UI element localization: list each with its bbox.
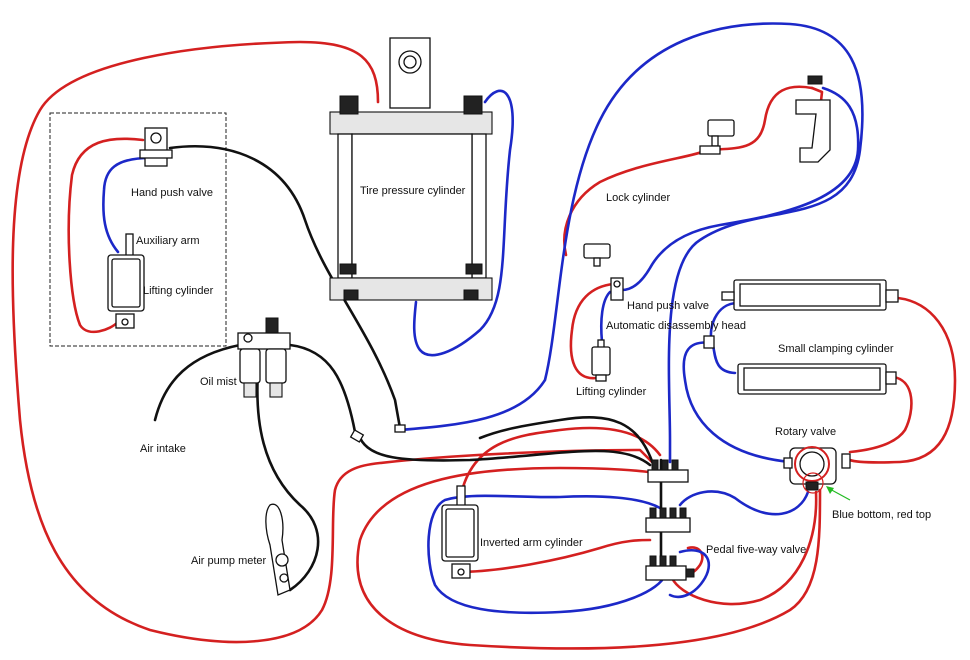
- left-hand-push-valve: [139, 127, 173, 167]
- label-pedal-five-way-valve: Pedal five-way valve: [706, 544, 806, 556]
- lock-cylinder: [583, 119, 735, 267]
- right-lifting-cylinder: [591, 339, 611, 382]
- inverted-arm-cylinder: [441, 485, 479, 579]
- label-blue-bottom-red-top: Blue bottom, red top: [832, 509, 931, 521]
- label-air-intake: Air intake: [140, 443, 186, 455]
- pedal-five-way-valve: [645, 459, 695, 581]
- label-small-clamping-cylinder: Small clamping cylinder: [778, 343, 894, 355]
- rotary-valve: [783, 446, 851, 491]
- red-hoses: [11, 40, 957, 650]
- label-rotary-valve: Rotary valve: [775, 426, 836, 438]
- oil-mist-regulator: [237, 317, 291, 398]
- right-hand-push-valve: [610, 277, 624, 301]
- label-air-pump-meter: Air pump meter: [191, 555, 267, 567]
- lock-bracket: [795, 75, 831, 163]
- label-oil-mist: Oil mist: [200, 376, 237, 388]
- label-hand-push-valve-left: Hand push valve: [131, 187, 213, 199]
- auxiliary-arm-frame: [49, 112, 227, 347]
- label-automatic-disassembly-head: Automatic disassembly head: [606, 320, 746, 332]
- blue-bottom-red-top-marker: [802, 472, 824, 494]
- label-tire-pressure-cylinder: Tire pressure cylinder: [360, 185, 466, 197]
- label-lifting-cylinder-left: Lifting cylinder: [143, 285, 214, 297]
- small-clamping-cylinder-bottom: [737, 363, 897, 395]
- label-lock-cylinder: Lock cylinder: [606, 192, 671, 204]
- blue-hoses: [102, 22, 864, 615]
- small-clamping-cylinder-top: [721, 279, 899, 311]
- label-inverted-arm-cylinder: Inverted arm cylinder: [480, 537, 583, 549]
- labels: Hand push valve Auxiliary arm Lifting cy…: [131, 185, 931, 567]
- tire-pressure-cylinder: [329, 37, 493, 301]
- label-auxiliary-arm: Auxiliary arm: [136, 235, 200, 247]
- automatic-disassembly-head-fitting: [703, 335, 715, 349]
- line-fittings: [349, 424, 406, 443]
- label-hand-push-valve-right: Hand push valve: [627, 300, 709, 312]
- left-lifting-cylinder: [107, 233, 145, 329]
- label-lifting-cylinder-right: Lifting cylinder: [576, 386, 647, 398]
- air-pump-meter: [265, 503, 291, 596]
- annotation-arrow: [826, 486, 851, 501]
